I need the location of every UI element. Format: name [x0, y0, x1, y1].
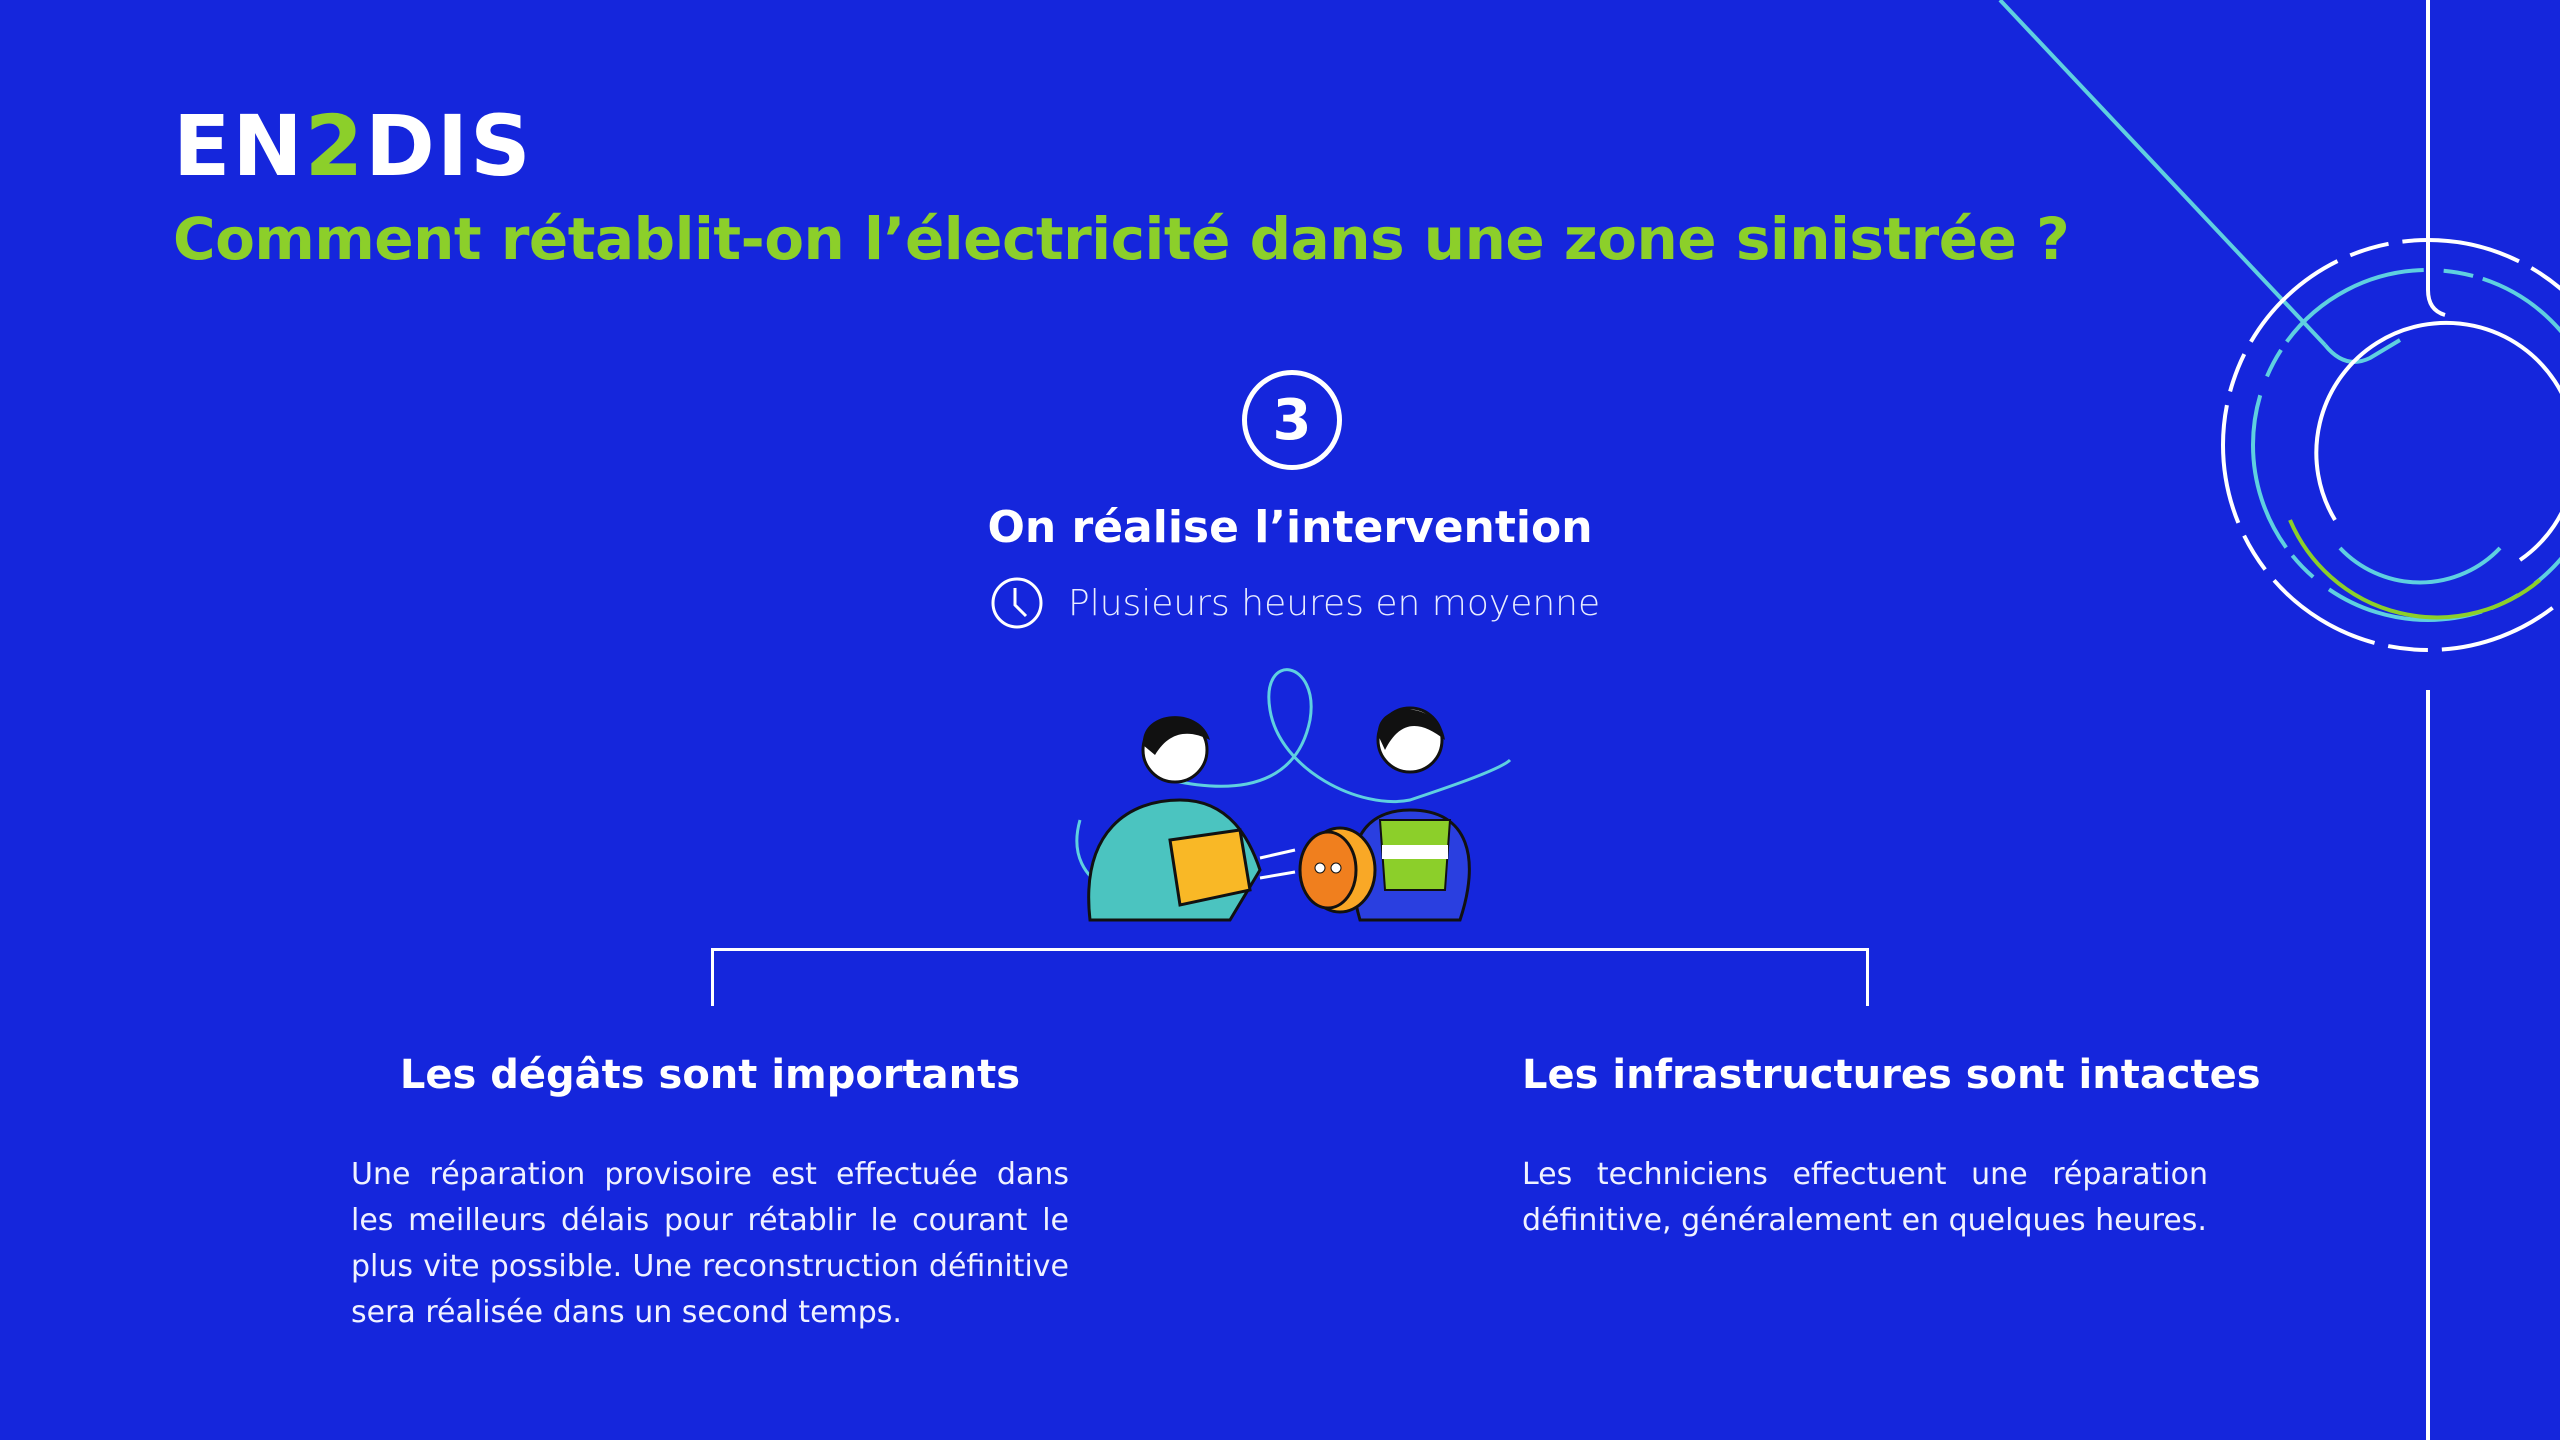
branch-connector	[711, 948, 1869, 1006]
duration-text: Plusieurs heures en moyenne	[1068, 582, 1601, 624]
column-heading-intact: Les infrastructures sont intactes	[1522, 1052, 2261, 1098]
column-heading-damage: Les dégâts sont importants	[399, 1052, 1021, 1098]
technicians-illustration	[1075, 668, 1512, 922]
enedis-logo: EN2DIS	[173, 97, 533, 195]
step-duration: Plusieurs heures en moyenne	[990, 576, 1600, 630]
step-heading: On réalise l’intervention	[987, 502, 1593, 553]
column-text-intact: Les techniciens effectuent une réparatio…	[1522, 1157, 2208, 1238]
page-title: Comment rétablit-on l’électricité dans u…	[173, 205, 2070, 273]
step-number-badge: 3	[1242, 370, 1342, 470]
clock-icon	[991, 577, 1043, 629]
column-text-damage: Une réparation provisoire est effectuée …	[351, 1157, 1069, 1330]
